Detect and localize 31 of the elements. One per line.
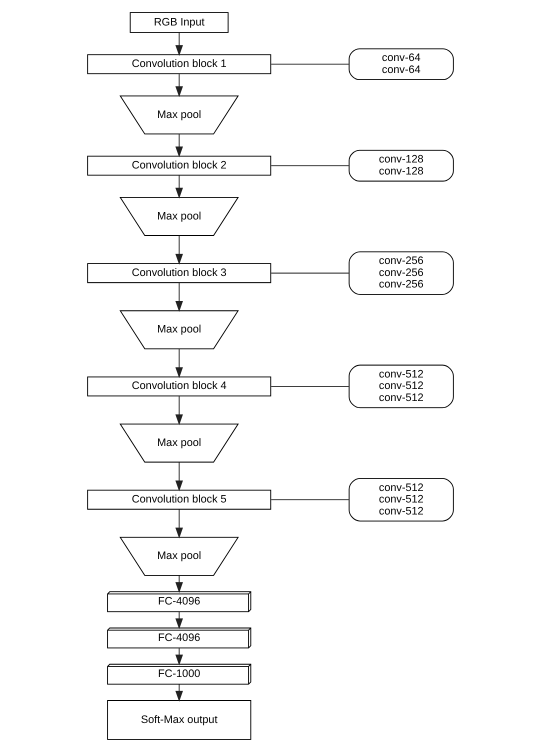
arrow [174, 134, 182, 158]
node-box: conv-256 conv-256 conv-256 [348, 251, 454, 295]
connector [270, 499, 349, 500]
node-box: Convolution block 1 [86, 54, 271, 74]
connector [270, 272, 349, 274]
arrow [174, 462, 182, 492]
arrow [174, 612, 182, 630]
connector [270, 165, 349, 166]
node-box: Convolution block 4 [86, 376, 271, 396]
arrow [174, 235, 182, 265]
node-box: conv-128 conv-128 [348, 150, 454, 182]
arrow [174, 509, 182, 539]
connector [270, 386, 349, 387]
node-box: Convolution block 3 [86, 263, 271, 284]
arrow [174, 74, 182, 98]
arrow [174, 175, 182, 199]
arrow [174, 648, 182, 666]
arrow [174, 282, 182, 312]
node-box: Convolution block 5 [86, 490, 271, 510]
node-box: Soft-Max output [106, 700, 251, 740]
node-box: conv-64 conv-64 [348, 48, 454, 80]
arrow [174, 396, 182, 426]
connector [270, 64, 349, 65]
arrow [174, 684, 182, 702]
node-box: RGB Input [129, 12, 228, 33]
node-box: Convolution block 2 [86, 156, 271, 176]
node-box: conv-512 conv-512 conv-512 [348, 478, 454, 522]
arrow [174, 32, 182, 56]
arrow [174, 575, 182, 594]
node-box: conv-512 conv-512 conv-512 [348, 364, 454, 408]
arrow [174, 348, 182, 378]
